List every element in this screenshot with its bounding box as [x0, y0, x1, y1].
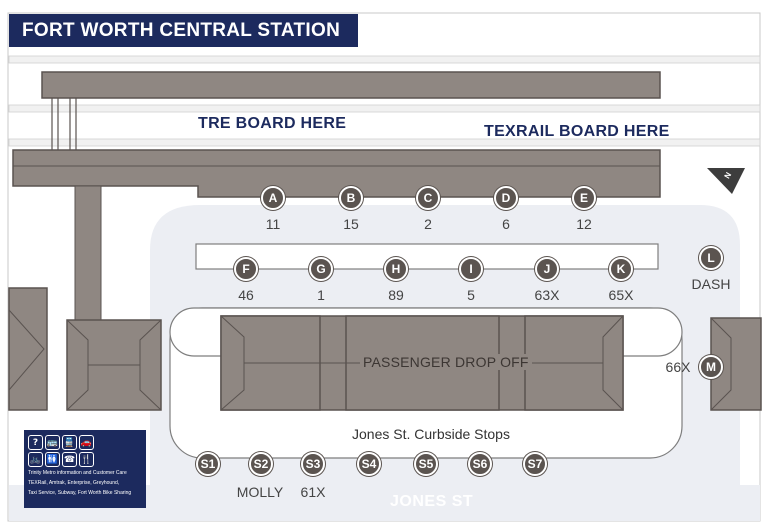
stop-s3[interactable]: S3	[301, 452, 325, 476]
stop-s4[interactable]: S4	[357, 452, 381, 476]
stop-l-route: DASH	[691, 276, 731, 292]
stop-s1[interactable]: S1	[196, 452, 220, 476]
stop-a-route: 11	[265, 216, 281, 232]
platform-canopy-north	[41, 71, 661, 99]
legend-line-2: TEXRail, Amtrak, Enterprise, Greyhound,	[28, 480, 120, 486]
stop-j-route: 63X	[534, 287, 560, 303]
bike-icon: 🚲	[28, 452, 43, 467]
stop-f[interactable]: F	[234, 257, 258, 281]
north-arrow-icon	[707, 168, 745, 194]
rail-track	[8, 55, 761, 64]
rail-track	[8, 138, 761, 147]
rail-track	[8, 104, 761, 113]
stop-m[interactable]: M	[699, 355, 723, 379]
stop-s3-route: 61X	[300, 484, 326, 500]
tre-board-label: TRE BOARD HERE	[198, 115, 347, 132]
stop-d-route: 6	[502, 216, 510, 232]
platform-canopy-south	[12, 149, 661, 198]
stop-c[interactable]: C	[416, 186, 440, 210]
bus-island-north	[195, 243, 659, 270]
stop-s6[interactable]: S6	[468, 452, 492, 476]
stop-s7[interactable]: S7	[523, 452, 547, 476]
legend-panel: ? 🚌 🚆 🚗 🚲 🚻 ☎ 🍴 Trinity Metro informatio…	[24, 430, 146, 508]
jones-st-label: JONES ST	[390, 493, 474, 510]
stop-i-route: 5	[467, 287, 475, 303]
stop-i[interactable]: I	[459, 257, 483, 281]
stop-s5[interactable]: S5	[414, 452, 438, 476]
food-icon: 🍴	[79, 452, 94, 467]
info-question-icon: ?	[28, 435, 43, 450]
stop-c-route: 2	[424, 216, 432, 232]
train-icon: 🚆	[62, 435, 77, 450]
legend-line-3: Taxi Service, Subway, Fort Worth Bike Sh…	[28, 490, 132, 496]
bus-icon: 🚌	[45, 435, 60, 450]
stop-f-route: 46	[238, 287, 254, 303]
stop-a[interactable]: A	[261, 186, 285, 210]
restroom-icon: 🚻	[45, 452, 60, 467]
stop-l[interactable]: L	[699, 246, 723, 270]
stop-k-route: 65X	[608, 287, 634, 303]
stop-b[interactable]: B	[339, 186, 363, 210]
stop-k[interactable]: K	[609, 257, 633, 281]
walkway	[74, 185, 102, 322]
stop-s2-route: MOLLY	[236, 484, 284, 500]
stop-h-route: 89	[388, 287, 404, 303]
building-west	[8, 287, 48, 411]
car-icon: 🚗	[79, 435, 94, 450]
stop-e[interactable]: E	[572, 186, 596, 210]
stop-m-route: 66X	[665, 359, 691, 375]
stop-h[interactable]: H	[384, 257, 408, 281]
phone-icon: ☎	[62, 452, 77, 467]
legend-line-1: Trinity Metro information and Customer C…	[28, 470, 127, 476]
stop-e-route: 12	[576, 216, 592, 232]
texrail-board-label: TEXRAIL BOARD HERE	[484, 123, 670, 140]
stop-g[interactable]: G	[309, 257, 333, 281]
stop-b-route: 15	[343, 216, 359, 232]
stop-j[interactable]: J	[535, 257, 559, 281]
stop-g-route: 1	[317, 287, 325, 303]
page-title: FORT WORTH CENTRAL STATION	[9, 14, 358, 47]
curbside-stops-label: Jones St. Curbside Stops	[352, 426, 510, 442]
stop-d[interactable]: D	[494, 186, 518, 210]
stop-s2[interactable]: S2	[249, 452, 273, 476]
passenger-drop-off-label: PASSENGER DROP OFF	[360, 354, 532, 370]
